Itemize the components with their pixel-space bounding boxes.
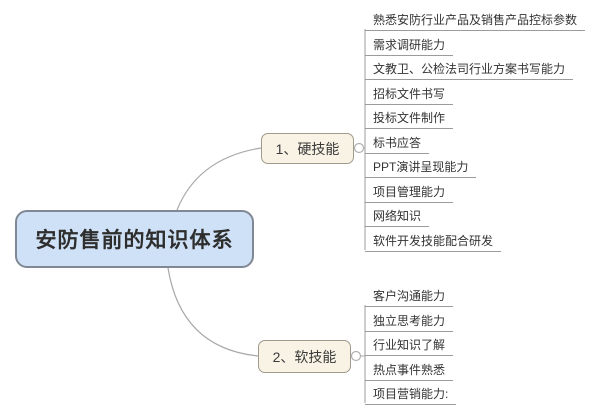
list-item[interactable]: 行业知识了解 [365,337,454,356]
list-item[interactable]: 软件开发技能配合研发 [365,233,502,252]
list-item[interactable]: 热点事件熟悉 [365,362,454,381]
branch-curve-soft [167,267,259,357]
root-topic-label: 安防售前的知识体系 [35,229,234,252]
list-item[interactable]: 网络知识 [365,208,430,228]
list-item[interactable]: 项目营销能力: [365,386,457,405]
branch-topic-label: 1、硬技能 [275,140,340,157]
collapse-handle-icon[interactable] [353,142,365,154]
branch-topic-label: 2、软技能 [272,348,337,365]
list-item[interactable]: 客户沟通能力 [365,288,454,307]
list-item[interactable]: 项目管理能力 [365,184,454,203]
list-item[interactable]: 需求调研能力 [365,37,454,56]
list-item[interactable]: 熟悉安防行业产品及销售产品控标参数 [365,12,586,31]
list-item[interactable]: 投标文件制作 [365,110,454,130]
list-item[interactable]: 招标文件书写 [365,86,454,105]
list-item[interactable]: 独立思考能力 [365,313,454,332]
list-item[interactable]: 标书应答 [365,135,430,154]
collapse-handle-icon[interactable] [350,350,362,362]
branch-curve-hard [176,147,262,211]
list-item[interactable]: PPT演讲呈现能力 [365,159,477,179]
branch-topic-soft-skills[interactable]: 2、软技能 [258,340,351,373]
list-item[interactable]: 文教卫、公检法司行业方案书写能力 [365,61,574,81]
root-topic[interactable]: 安防售前的知识体系 [15,210,254,268]
branch-topic-hard-skills[interactable]: 1、硬技能 [261,133,354,164]
